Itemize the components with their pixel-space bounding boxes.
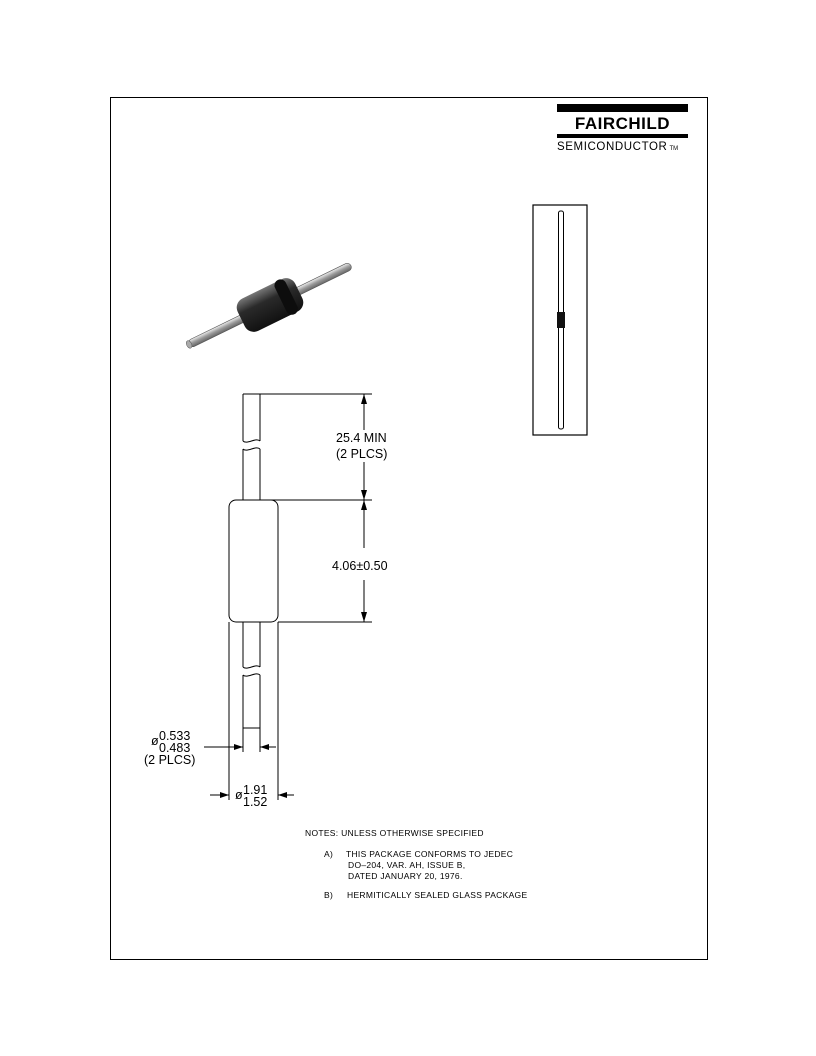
note-b-line1: HERMITICALLY SEALED GLASS PACKAGE — [347, 890, 527, 900]
note-a-line3: DATED JANUARY 20, 1976. — [348, 871, 463, 881]
dimension-arrows — [220, 394, 367, 798]
body-length-label: 4.06±0.50 — [332, 559, 388, 573]
logo-tm: TM — [669, 146, 679, 152]
diode-3d-image — [186, 263, 352, 349]
notes-heading: NOTES: UNLESS OTHERWISE SPECIFIED — [305, 828, 484, 838]
note-a-line1: THIS PACKAGE CONFORMS TO JEDEC — [346, 849, 513, 859]
body-dia-min: 1.52 — [243, 795, 267, 809]
body-dia-max: 1.91 — [243, 783, 267, 797]
note-a-label: A) — [324, 849, 333, 859]
lead-dia-symbol: ø — [151, 734, 159, 748]
logo-bottom-bar — [557, 134, 688, 138]
lead-dia-max: 0.533 — [159, 729, 190, 743]
notes-block: NOTES: UNLESS OTHERWISE SPECIFIED A) THI… — [305, 828, 527, 900]
lead-dia-qty: (2 PLCS) — [144, 753, 195, 767]
lead-length-label: 25.4 MIN — [336, 431, 387, 445]
note-a-line2: DO–204, VAR. AH, ISSUE B, — [348, 860, 465, 870]
body-dia-symbol: ø — [235, 788, 243, 802]
lead-dia-min: 0.483 — [159, 741, 190, 755]
drawing-frame — [110, 97, 708, 960]
lead-length-qty: (2 PLCS) — [336, 447, 387, 461]
logo-brand: FAIRCHILD — [574, 114, 671, 133]
package-thumbnail — [532, 204, 588, 436]
logo-sub-text: SEMICONDUCTOR — [557, 141, 668, 153]
note-b-label: B) — [324, 890, 333, 900]
logo-top-bar — [557, 104, 688, 112]
